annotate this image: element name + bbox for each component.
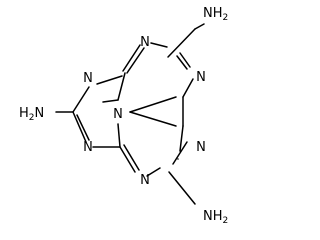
bond	[76, 114, 90, 141]
amine-bottom-label: NH2	[203, 209, 228, 226]
bond	[129, 111, 177, 127]
structure-diagram: N N N N N N N NH2 H2N NH2	[19, 6, 228, 226]
bond	[72, 111, 87, 143]
amine-left-label: H2N	[19, 106, 44, 123]
amine-top-label: NH2	[203, 6, 228, 23]
bond	[129, 96, 177, 113]
atom-n-central: N	[113, 107, 123, 122]
atom-n6: N	[196, 140, 206, 155]
bond	[123, 144, 140, 171]
bond	[150, 42, 168, 48]
atom-n2: N	[196, 70, 206, 85]
bond	[179, 125, 184, 152]
bond	[102, 99, 119, 103]
bond	[146, 167, 161, 177]
bond	[126, 47, 145, 74]
atom-n3: N	[83, 71, 93, 86]
bond	[117, 123, 121, 148]
bond	[182, 78, 194, 98]
bond	[72, 86, 90, 113]
bond	[119, 146, 136, 173]
bond	[168, 171, 196, 205]
bond	[96, 75, 123, 85]
bond	[179, 52, 191, 68]
bond	[117, 72, 126, 101]
bonds	[55, 23, 205, 205]
atom-n4: N	[83, 140, 93, 155]
melem-molecule: N N N N N N N NH2 H2N NH2	[19, 6, 228, 226]
atom-labels: N N N N N N N	[83, 35, 206, 188]
atom-n5: N	[140, 173, 150, 188]
bond	[167, 28, 196, 58]
bond	[122, 44, 141, 72]
bond	[172, 141, 188, 165]
bond	[176, 55, 188, 70]
amine-labels: NH2 H2N NH2	[19, 6, 228, 226]
atom-n1: N	[140, 35, 150, 50]
bond	[194, 23, 205, 30]
